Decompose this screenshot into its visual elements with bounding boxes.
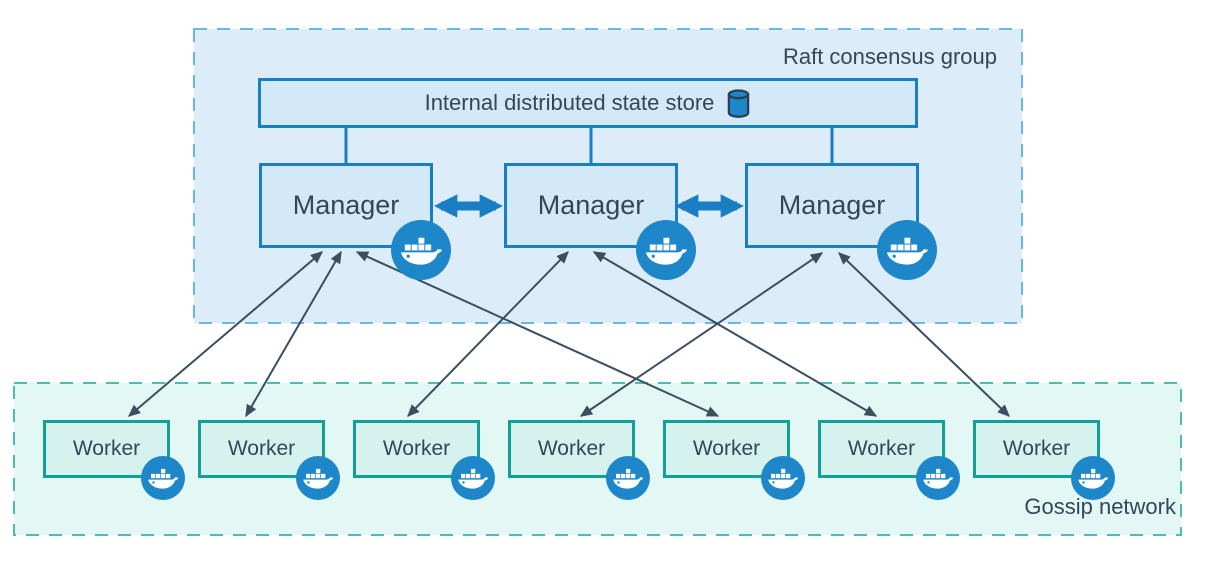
connector-manager-3-worker-4 <box>579 252 824 417</box>
docker-whale-icon <box>1071 456 1115 500</box>
worker-6-label: Worker <box>847 437 916 460</box>
worker-1-label: Worker <box>72 437 141 460</box>
manager-1-label: Manager <box>292 190 400 220</box>
docker-whale-icon <box>636 220 696 280</box>
docker-whale-icon <box>761 456 805 500</box>
worker-4-label: Worker <box>537 437 606 460</box>
gossip-network-label: Gossip network <box>1024 494 1176 519</box>
docker-whale-icon <box>391 220 451 280</box>
docker-whale-icon <box>296 456 340 500</box>
worker-4-box: Worker <box>508 420 635 478</box>
worker-3-label: Worker <box>382 437 451 460</box>
worker-5-label: Worker <box>692 437 761 460</box>
worker-7-label: Worker <box>1002 437 1071 460</box>
manager-2-label: Manager <box>537 190 645 220</box>
raft-group-label: Raft consensus group <box>782 44 997 69</box>
worker-2-label: Worker <box>227 437 296 460</box>
connector-manager-2-worker-3 <box>407 251 569 417</box>
state-store-box: Internal distributed state store <box>258 78 918 128</box>
state-store-label: Internal distributed state store <box>424 90 715 115</box>
connector-manager-3-worker-7 <box>838 252 1010 417</box>
docker-whale-icon <box>916 456 960 500</box>
docker-whale-icon <box>877 220 937 280</box>
store-to-manager-connectors <box>344 128 834 164</box>
docker-whale-icon <box>141 456 185 500</box>
connector-manager-1-worker-2 <box>245 250 342 418</box>
docker-whale-icon <box>451 456 495 500</box>
database-cylinder-icon <box>728 88 750 118</box>
docker-whale-icon <box>606 456 650 500</box>
worker-6-box: Worker <box>818 420 945 478</box>
manager-3-label: Manager <box>778 190 886 220</box>
